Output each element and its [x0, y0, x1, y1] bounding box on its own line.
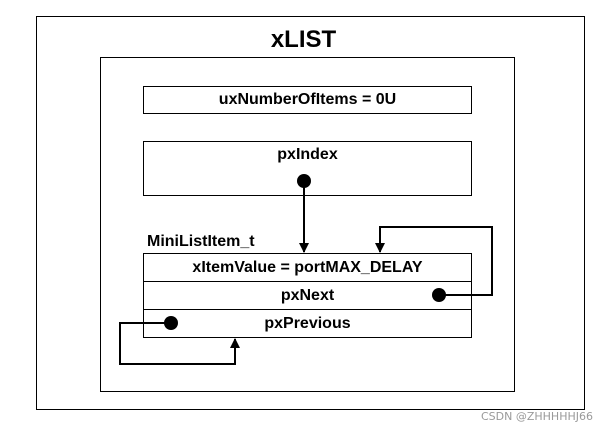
mini-list-item-caption: MiniListItem_t [147, 233, 255, 250]
px-next-arrow [375, 226, 493, 296]
px-previous-text: pxPrevious [264, 314, 351, 332]
px-next-row: pxNext [143, 281, 472, 310]
item-value-text: xItemValue = portMAX_DELAY [192, 258, 423, 276]
px-next-text: pxNext [280, 286, 335, 304]
number-of-items-box: uxNumberOfItems = 0U [143, 86, 472, 114]
number-of-items-text: uxNumberOfItems = 0U [218, 91, 397, 108]
csdn-watermark: CSDN @ZHHHHHJ66 [481, 410, 593, 423]
px-previous-arrow [119, 322, 240, 365]
xlist-title: xLIST [270, 26, 337, 53]
px-index-label: pxIndex [277, 146, 338, 163]
item-value-row: xItemValue = portMAX_DELAY [143, 253, 472, 282]
px-previous-row: pxPrevious [143, 309, 472, 338]
